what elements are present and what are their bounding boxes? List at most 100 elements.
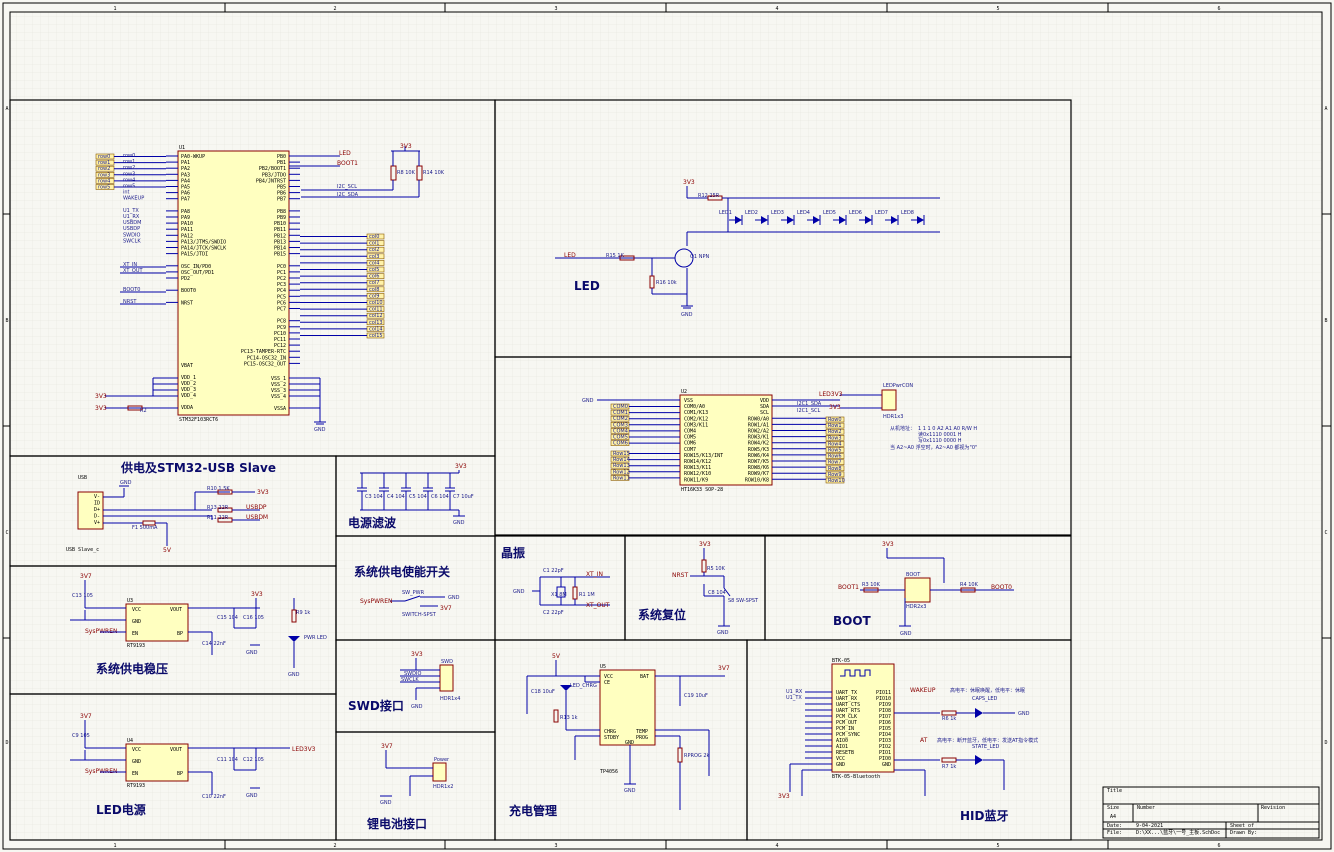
bluetooth-right-pins: PIO11PIO10PIO9PIO8PIO7PIO6PIO5PIO4PIO3PI… xyxy=(876,690,891,768)
keyscan-row-port-label: Row2 xyxy=(828,429,842,435)
mcu-power-pin: VDD_1 xyxy=(181,375,196,381)
power-switch-gnd: GND xyxy=(448,595,460,601)
section-title-power-switch: 系统供电使能开关 xyxy=(354,564,450,579)
mcu-right-pins: PB0PB1PB2/BOOT1PB3/JTDOPB4/JNTRSTPB5PB6P… xyxy=(241,154,300,367)
mcu-part: STM32F103RCT6 xyxy=(179,417,218,423)
bluetooth-net-tx: U1_TX xyxy=(786,695,802,701)
bluetooth-pin-left: PCM_IN xyxy=(836,726,854,732)
keyscan-row-port-label: Row9 xyxy=(828,472,842,478)
usb-part: USB Slave_c xyxy=(66,547,99,553)
usb-dm-net: USBDM xyxy=(246,514,268,521)
mcu-col-port-label: col4 xyxy=(369,260,379,266)
usb-pin: V+ xyxy=(94,520,100,526)
bluetooth-ref: BTK-05 xyxy=(832,658,850,664)
mcu-pin-right: PC0 xyxy=(277,264,286,270)
led-power-section: LED电源 U4 RT9193 VCC GND EN VOUT BP 3V7 C… xyxy=(70,713,316,817)
led-regulator-chip-body[interactable] xyxy=(125,743,189,782)
keyscan-left-pins: VSSCOM0/A0COM1/K13COM2/K12COM3/K11COM4CO… xyxy=(684,398,723,483)
mcu-pin-left: PA1 xyxy=(181,160,190,166)
mcu-pin-right: PB3/JTDO xyxy=(262,172,286,178)
mcu-pin-left: PA12 xyxy=(181,233,193,239)
mcu-col-port-label: col2 xyxy=(369,247,379,253)
mcu-pin-left: PD2 xyxy=(181,276,190,282)
keyscan-row-port-label: Row5 xyxy=(828,448,842,454)
mcu-net-label: USBDP xyxy=(123,226,140,232)
keyscan-note-line-3: 写0x1110 0000 H xyxy=(918,438,962,444)
keyscan-row-port-label: Row14 xyxy=(613,457,630,463)
regulator-pin-vcc: VCC xyxy=(132,607,141,613)
mcu-pin-left: PA8 xyxy=(181,209,190,215)
col-label-5-bottom: 5 xyxy=(996,843,999,849)
mcu-osc-net-label: BOOT0 xyxy=(123,287,140,293)
bluetooth-pin-left: UART_RX xyxy=(836,696,857,702)
mcu-pin-right: PB14 xyxy=(274,246,286,252)
battery-header[interactable] xyxy=(432,762,447,782)
col-label-4-bottom: 4 xyxy=(775,843,778,849)
bluetooth-net-at: AT xyxy=(920,737,928,744)
mcu-pin-right: PC13-TAMPER-RTC xyxy=(241,349,286,355)
bluetooth-r7-label: R7 1k xyxy=(942,764,956,770)
mcu-pin-right: PC7 xyxy=(277,307,286,313)
boot-header[interactable] xyxy=(904,577,931,603)
mcu-pin-right: PC12 xyxy=(274,343,286,349)
mcu-net-label: SWCLK xyxy=(123,238,141,244)
mcu-col-port-label: col1 xyxy=(369,241,379,247)
row-label-c: C xyxy=(5,530,8,536)
keyscan-chip-body[interactable] xyxy=(679,394,773,486)
swd-header[interactable] xyxy=(439,664,454,692)
keyscan-pin-left: ROW14/K12 xyxy=(684,459,711,465)
battery-rail: 3V7 xyxy=(381,743,393,750)
bluetooth-pin-right: PIO0 xyxy=(879,756,891,762)
mcu-pin-right: PC1 xyxy=(277,270,286,276)
mcu-col-port-label: col6 xyxy=(369,274,379,280)
led-diode-label: LED5 xyxy=(823,210,836,216)
title-block-size: A4 xyxy=(1110,814,1116,820)
charger-c19-label: C19 10uF xyxy=(684,693,708,699)
mcu-pin-left: PA3 xyxy=(181,172,190,178)
power-led-icon xyxy=(288,636,300,642)
mcu-power-pin: VSSA xyxy=(274,406,286,412)
title-block-date: 9-04-2021 xyxy=(1136,823,1163,829)
row-label-b-right: B xyxy=(1324,318,1327,324)
charger-chip-body[interactable] xyxy=(599,669,656,746)
bluetooth-pin-left: UART_RTS xyxy=(836,708,860,714)
mcu-row-port-label: row4 xyxy=(98,178,110,184)
keyscan-pin-right: ROW1/A1 xyxy=(748,422,769,428)
mcu-chip-body[interactable] xyxy=(177,150,290,416)
boot-rail: 3V3 xyxy=(882,541,894,548)
mcu-pin-right: PB9 xyxy=(277,215,286,221)
mcu-ref: U1 xyxy=(179,145,185,151)
usb-r-dp-label: R13 22R xyxy=(207,505,229,511)
led-power-header[interactable] xyxy=(881,389,897,411)
keyscan-row-port-label: Row15 xyxy=(613,451,630,457)
charge-section: 充电管理 U5 TP4056 VCC CE CHRG STDBY BAT TEM… xyxy=(509,653,730,818)
keyscan-row-port-label: Row4 xyxy=(828,441,842,447)
keyscan-pin-left: ROW12/K10 xyxy=(684,471,711,477)
usb-r-top-label: R10 1.5K xyxy=(207,486,230,492)
col-label-6: 6 xyxy=(1217,6,1220,12)
mcu-pin-left: PA10 xyxy=(181,221,193,227)
mcu-net-label: USBDM xyxy=(123,220,141,226)
bluetooth-pin-right: PIO2 xyxy=(879,744,891,750)
led-diode-label: LED3 xyxy=(771,210,784,216)
col-label-1: 1 xyxy=(113,6,116,12)
regulator-ref: U3 xyxy=(127,598,133,604)
section-frames xyxy=(9,99,1072,841)
reset-net: NRST xyxy=(672,572,688,579)
bluetooth-state-led-label: STATE_LED xyxy=(972,744,1000,750)
mcu-pin-right: PB10 xyxy=(274,221,286,227)
row-label-a-right: A xyxy=(1324,106,1327,112)
bluetooth-module-body[interactable] xyxy=(831,663,895,773)
mcu-col-port-label: col15 xyxy=(369,333,383,339)
led-diode-label: LED4 xyxy=(797,210,810,216)
led-diode-icon xyxy=(891,216,898,224)
regulator-chip-body[interactable] xyxy=(125,603,189,642)
mcu-pin-right: PC3 xyxy=(277,282,286,288)
led-regulator-gnd-label: GND xyxy=(246,793,258,799)
led-regulator-pin-vout: VOUT xyxy=(170,747,182,753)
